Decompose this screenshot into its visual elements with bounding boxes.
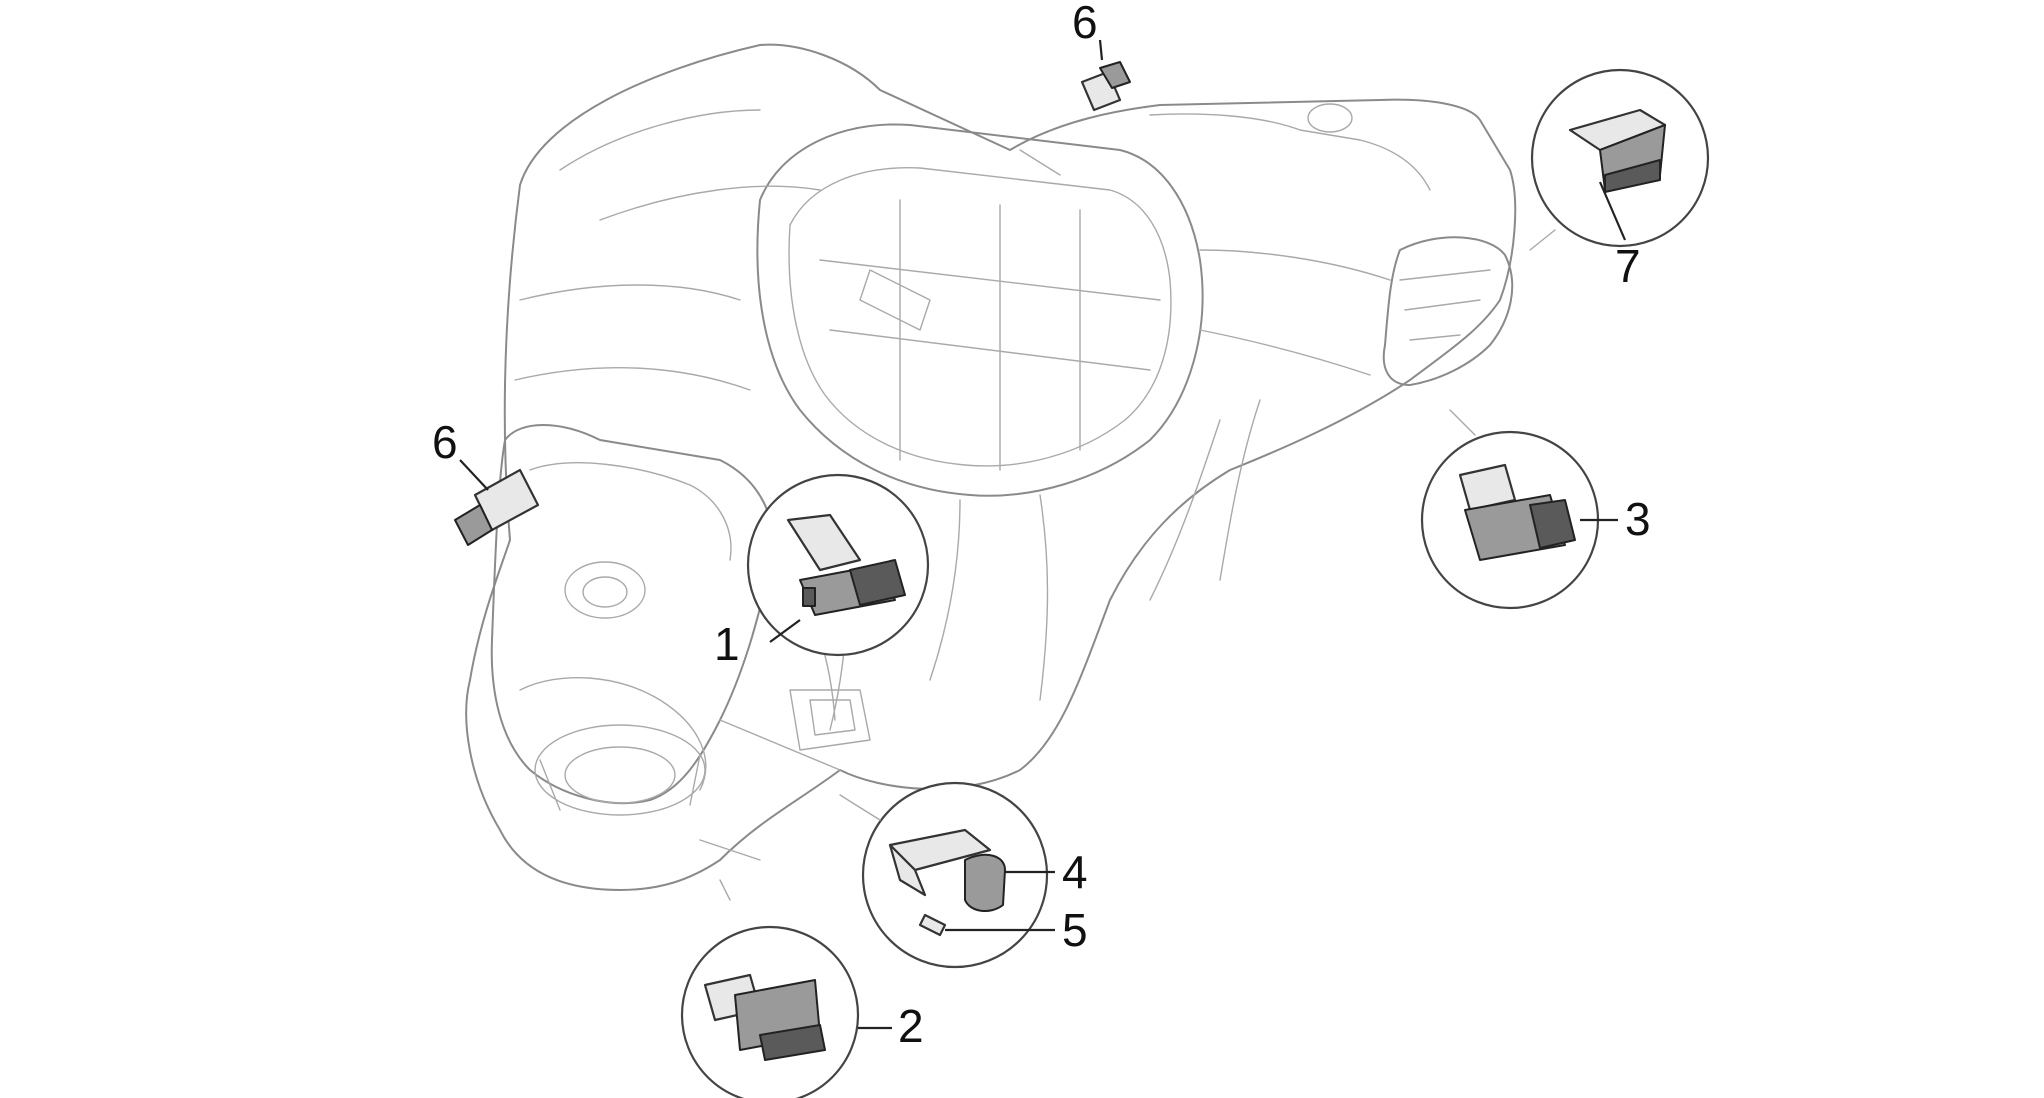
handlebar-cover-body xyxy=(465,43,1517,891)
bulb-part-6-top xyxy=(1080,39,1131,112)
detail-circle-part-3 xyxy=(1420,430,1618,610)
callout-6-left: 6 xyxy=(432,416,458,468)
detail-circle-part-2 xyxy=(680,925,892,1098)
callout-3: 3 xyxy=(1625,493,1651,545)
detail-circle-part-7 xyxy=(1530,68,1710,248)
leader-lines xyxy=(719,229,1556,901)
detail-circle-parts-4-5 xyxy=(861,781,1055,969)
callout-4: 4 xyxy=(1062,846,1088,898)
callout-6-top: 6 xyxy=(1072,0,1098,48)
callout-labels: 1 2 3 4 5 6 6 7 xyxy=(432,0,1651,1052)
callout-7: 7 xyxy=(1615,240,1641,292)
detail-circle-part-1 xyxy=(746,473,930,657)
bulb-part-6-left xyxy=(454,459,540,546)
callout-5: 5 xyxy=(1062,904,1088,956)
callout-2: 2 xyxy=(898,1000,924,1052)
callout-1: 1 xyxy=(714,618,740,670)
